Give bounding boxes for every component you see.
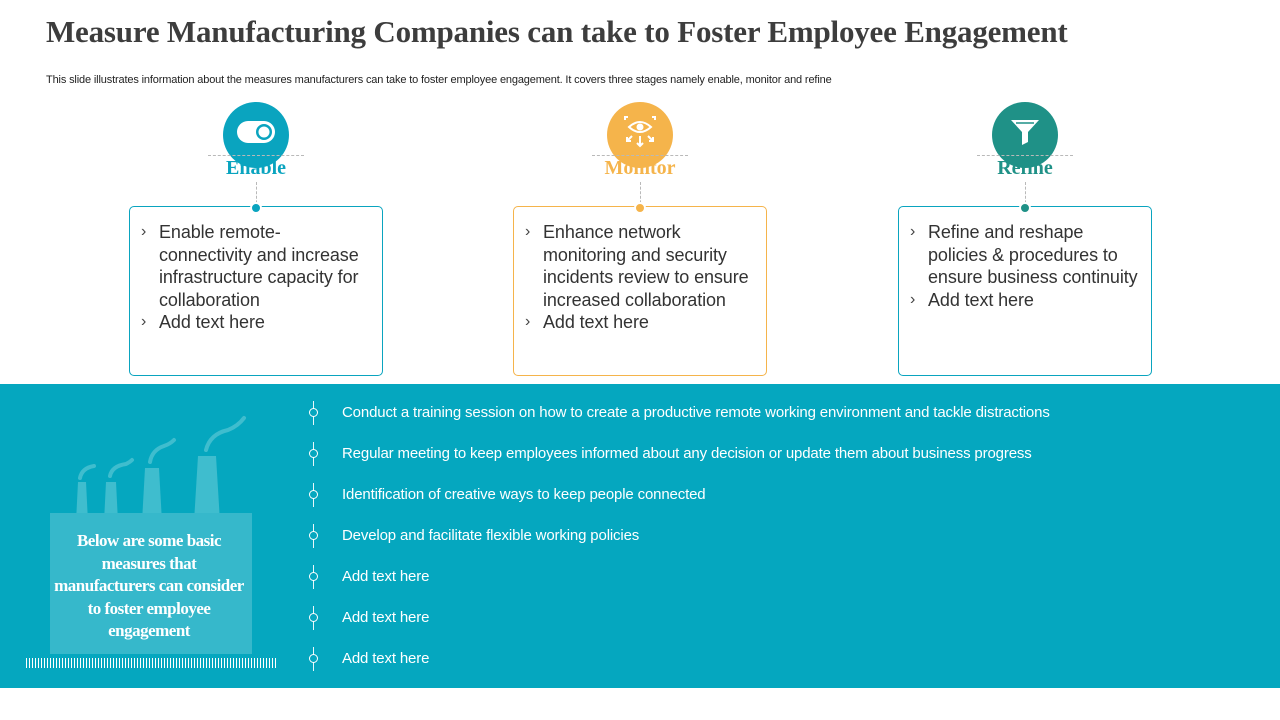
refine-item: ›Refine and reshape policies & procedure… — [910, 222, 1138, 287]
measure-item: Add text here — [304, 605, 1264, 646]
stage-title-refine: Refine — [997, 157, 1053, 179]
refine-connector — [1024, 182, 1026, 208]
timeline-node-icon — [307, 523, 321, 549]
measure-item: Conduct a training session on how to cre… — [304, 400, 1264, 441]
timeline-node-icon — [307, 605, 321, 631]
enable-connector — [255, 182, 257, 208]
chevron-right-icon: › — [910, 290, 916, 308]
toggle-switch-icon — [237, 121, 275, 143]
chevron-right-icon: › — [525, 313, 531, 330]
measure-item: Regular meeting to keep employees inform… — [304, 441, 1264, 482]
timeline-node-icon — [307, 441, 321, 467]
timeline-node-icon — [307, 646, 321, 672]
note-panel — [50, 513, 252, 654]
enable-divider — [208, 155, 304, 156]
monitor-divider — [592, 155, 688, 156]
monitor-item: ›Add text here — [525, 312, 649, 332]
slide-title: Measure Manufacturing Companies can take… — [46, 14, 1068, 49]
stage-refine: Refine ›Refine and reshape policies & pr… — [898, 102, 1152, 377]
monitor-connector-dot — [634, 202, 646, 214]
measure-item: Add text here — [304, 564, 1264, 605]
stage-title-monitor: Monitor — [604, 157, 676, 179]
enable-card: ›Enable remote-connectivity and increase… — [129, 206, 383, 376]
refine-card: ›Refine and reshape policies & procedure… — [898, 206, 1152, 376]
monitor-item: ›Enhance network monitoring and security… — [525, 222, 749, 310]
measure-item: Identification of creative ways to keep … — [304, 482, 1264, 523]
enable-icon-circle — [223, 102, 289, 168]
measure-item: Develop and facilitate flexible working … — [304, 523, 1264, 564]
measures-list: Conduct a training session on how to cre… — [304, 400, 1264, 687]
chevron-right-icon: › — [141, 313, 147, 330]
refine-divider — [977, 155, 1073, 156]
chevron-right-icon: › — [141, 223, 147, 240]
monitor-connector — [639, 182, 641, 208]
measure-item: Add text here — [304, 646, 1264, 687]
timeline-node-icon — [307, 564, 321, 590]
enable-connector-dot — [250, 202, 262, 214]
enable-item: ›Enable remote-connectivity and increase… — [141, 222, 359, 310]
enable-item: ›Add text here — [141, 312, 265, 332]
timeline-node-icon — [307, 482, 321, 508]
stage-title-enable: Enable — [225, 157, 287, 179]
slide-subtitle: This slide illustrates information about… — [46, 74, 832, 86]
monitor-icon-circle — [607, 102, 673, 168]
chevron-right-icon: › — [910, 223, 916, 240]
stage-monitor: Monitor ›Enhance network monitoring and … — [513, 102, 767, 377]
eye-monitoring-icon — [624, 116, 656, 148]
refine-icon-circle — [992, 102, 1058, 168]
chevron-right-icon: › — [525, 223, 531, 240]
refine-item: ›Add text here — [910, 289, 1034, 310]
factory-icon — [76, 416, 246, 522]
funnel-filter-icon — [1011, 120, 1039, 145]
stage-enable: Enable ›Enable remote-connectivity and i… — [129, 102, 383, 377]
refine-connector-dot — [1019, 202, 1031, 214]
monitor-card: ›Enhance network monitoring and security… — [513, 206, 767, 376]
ruler-decoration — [26, 658, 276, 668]
timeline-node-icon — [307, 400, 321, 426]
band-note: Below are some basic measures that manuf… — [54, 531, 244, 640]
